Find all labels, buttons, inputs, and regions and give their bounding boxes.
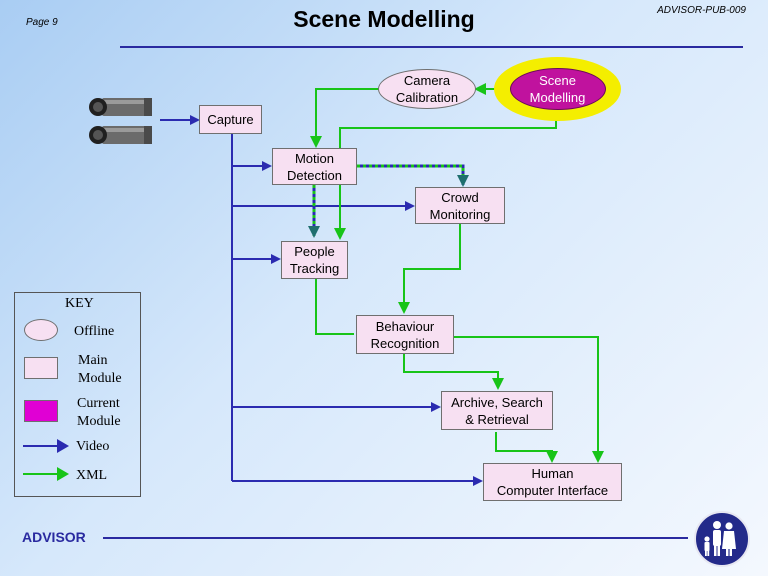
scene-modelling-line-2: Modelling: [529, 90, 586, 105]
people-tracking-line-1: People: [294, 244, 335, 259]
people-tracking-line-2: Tracking: [289, 261, 340, 276]
archive-line-2: & Retrieval: [465, 411, 529, 427]
key-main-module-swatch: [24, 357, 58, 379]
key-main-line-1: Main: [78, 353, 108, 368]
page-number: Page 9: [26, 17, 58, 28]
hci-line-1: Human: [531, 466, 574, 481]
key-current-line-2: Module: [77, 414, 121, 429]
document-id: ADVISOR-PUB-009: [657, 5, 746, 16]
node-capture-label: Capture: [207, 112, 254, 127]
footer-rule: [103, 537, 688, 539]
behaviour-recognition-line-2: Recognition: [370, 335, 440, 351]
key-current-line-1: Current: [77, 396, 120, 411]
hci-line-2: Computer Interface: [496, 483, 609, 498]
node-capture: Capture: [199, 105, 262, 134]
page-title: Scene Modelling: [293, 6, 475, 32]
family-logo-icon: [694, 511, 750, 567]
crowd-monitoring-line-1: Crowd: [441, 189, 479, 205]
key-main-line-2: Module: [78, 371, 122, 386]
motion-detection-line-2: Detection: [287, 167, 342, 183]
combined-connectors: [308, 164, 469, 238]
camera-icon: [89, 98, 152, 144]
key-title: KEY: [65, 296, 94, 311]
key-offline-swatch: [24, 319, 58, 341]
scene-modelling-line-1: Scene: [539, 73, 576, 88]
video-connectors: [160, 115, 483, 486]
camera-calibration-line-1: Camera: [403, 73, 451, 88]
key-xml-arrow: [23, 467, 69, 481]
key-xml-label: XML: [76, 468, 108, 483]
key-current-module-swatch: [24, 400, 58, 422]
behaviour-recognition-line-1: Behaviour: [375, 318, 435, 334]
key-offline-label: Offline: [74, 324, 115, 339]
key-video-label: Video: [76, 439, 110, 454]
crowd-monitoring-line-2: Monitoring: [429, 206, 491, 222]
header-rule: [120, 46, 743, 48]
archive-line-1: Archive, Search: [451, 394, 543, 410]
camera-calibration-line-2: Calibration: [395, 90, 459, 105]
motion-detection-line-1: Motion: [294, 150, 334, 166]
footer-brand: ADVISOR: [22, 529, 86, 545]
key-video-arrow: [23, 439, 69, 453]
node-archive-search-retrieval: Archive, Search& Retrieval: [441, 391, 553, 430]
